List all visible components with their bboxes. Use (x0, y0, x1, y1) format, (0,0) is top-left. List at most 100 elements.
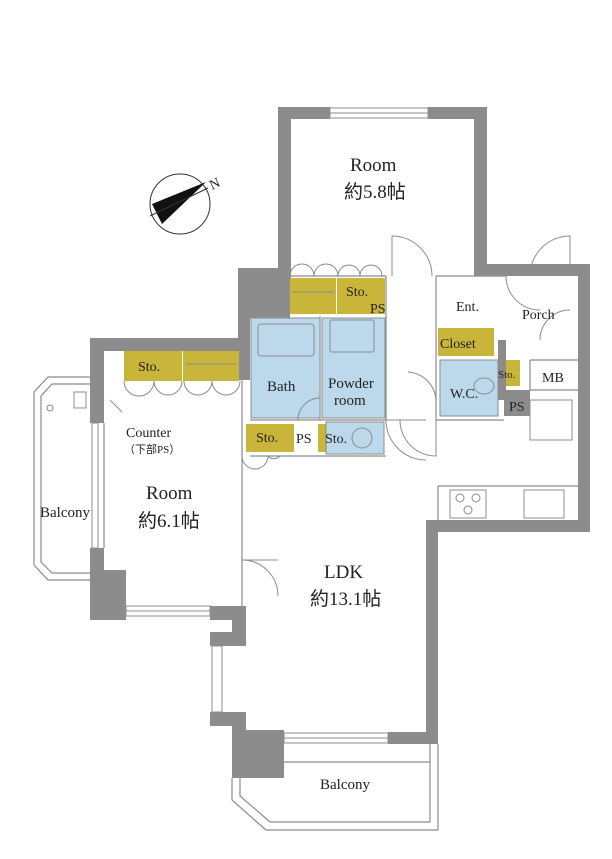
wall (90, 338, 240, 351)
closet-door-west (183, 380, 241, 396)
balcony-west-inner (40, 383, 92, 574)
door-front (529, 235, 571, 277)
room-west-size: 約6.1帖 (138, 510, 200, 532)
sto-north-closet-rail (290, 278, 336, 314)
window (211, 645, 223, 713)
wall (498, 340, 506, 400)
refrigerator-space (529, 399, 573, 441)
counter-note: （下部PS） (124, 442, 180, 456)
bathtub (257, 323, 315, 357)
entrance-label: Ent. (456, 300, 479, 315)
sink (351, 427, 373, 449)
burner (463, 505, 473, 515)
porch-label: Porch (522, 308, 555, 323)
balcony-south-outline (231, 744, 439, 831)
door-mb (539, 309, 571, 341)
wall (506, 264, 590, 276)
wall (428, 107, 476, 119)
wet-areas (250, 317, 499, 455)
compass-north-label: N (207, 176, 223, 194)
door-north-room (391, 235, 433, 277)
ps-label-wc: PS (509, 400, 525, 415)
drain (46, 404, 54, 412)
wc-label: W.C. (450, 387, 478, 402)
room-west-name: Room (146, 483, 193, 504)
wall (504, 390, 530, 416)
door-porch (505, 275, 541, 311)
door-powder (385, 419, 427, 461)
door-bath (297, 397, 321, 421)
powder-sink-area (325, 421, 385, 455)
sto-wc (506, 360, 520, 386)
wall (388, 732, 438, 744)
balcony-south-label: Balcony (320, 777, 370, 793)
wall (238, 268, 290, 318)
room-north-size: 約5.8帖 (344, 181, 406, 203)
ldk-name: LDK (324, 562, 363, 583)
closet-door-north (337, 264, 383, 277)
kitchen-sink (523, 489, 565, 519)
toilet (473, 377, 495, 395)
door-hall (399, 419, 437, 457)
balcony-west-label: Balcony (40, 505, 90, 521)
sto-bath-left-label: Sto. (256, 431, 278, 446)
sto-north-label: Sto. (346, 285, 368, 300)
compass: N (149, 173, 223, 235)
washing-machine-pan (329, 319, 375, 353)
ps-label-top: PS (370, 302, 386, 317)
sto-west (124, 351, 182, 381)
sto-bath-left (246, 424, 294, 452)
closet-label: Closet (440, 337, 476, 352)
wall (426, 520, 578, 532)
labels: Room 約5.8帖 Room 約6.1帖 LDK 約13.1帖 Balcony… (40, 155, 564, 793)
outdoor-unit (73, 391, 87, 409)
compass-axis (149, 187, 209, 217)
wall (90, 338, 104, 423)
cooktop (449, 489, 487, 519)
compass-needle-icon (152, 182, 206, 224)
door-wc (407, 371, 437, 401)
counter-label: Counter (126, 426, 171, 441)
counter-marker (109, 399, 123, 413)
burner (455, 493, 465, 503)
compass-ring (149, 173, 211, 235)
storage-areas (124, 278, 520, 452)
ps-label-mid: PS (296, 432, 312, 447)
sto-bath-right-label: Sto. (325, 432, 347, 447)
windows (91, 107, 429, 744)
wall (474, 107, 487, 267)
sto-north (337, 278, 385, 314)
wall (474, 264, 506, 276)
mb-label: MB (542, 371, 564, 386)
window (91, 422, 99, 549)
burner (471, 493, 481, 503)
wall (104, 570, 126, 620)
ldk-size: 約13.1帖 (310, 588, 381, 610)
doors (109, 235, 571, 597)
wall (578, 268, 590, 532)
door-west-room (241, 559, 279, 597)
balcony-west-outline (33, 376, 92, 581)
balcony-south-inner (239, 744, 431, 823)
powder-room-label-1: Powder (328, 376, 374, 392)
kitchen (449, 399, 573, 519)
wall (210, 632, 246, 646)
sto-door (241, 455, 281, 470)
wall (278, 107, 291, 285)
walls (90, 107, 590, 778)
closet (438, 328, 494, 356)
closet-door-west (123, 380, 183, 397)
wall (238, 316, 250, 380)
wall (90, 548, 104, 620)
sto-west-label: Sto. (138, 360, 160, 375)
bath-label: Bath (267, 379, 296, 395)
wc-area (439, 359, 499, 417)
powder-room-label-2: room (334, 393, 366, 409)
balconies (33, 376, 439, 831)
sto-bath-right-strip (318, 424, 326, 452)
room-north-name: Room (350, 155, 397, 176)
sto-wc-label: Sto. (498, 369, 516, 381)
wall (232, 730, 284, 778)
closet-door-north (289, 263, 339, 277)
